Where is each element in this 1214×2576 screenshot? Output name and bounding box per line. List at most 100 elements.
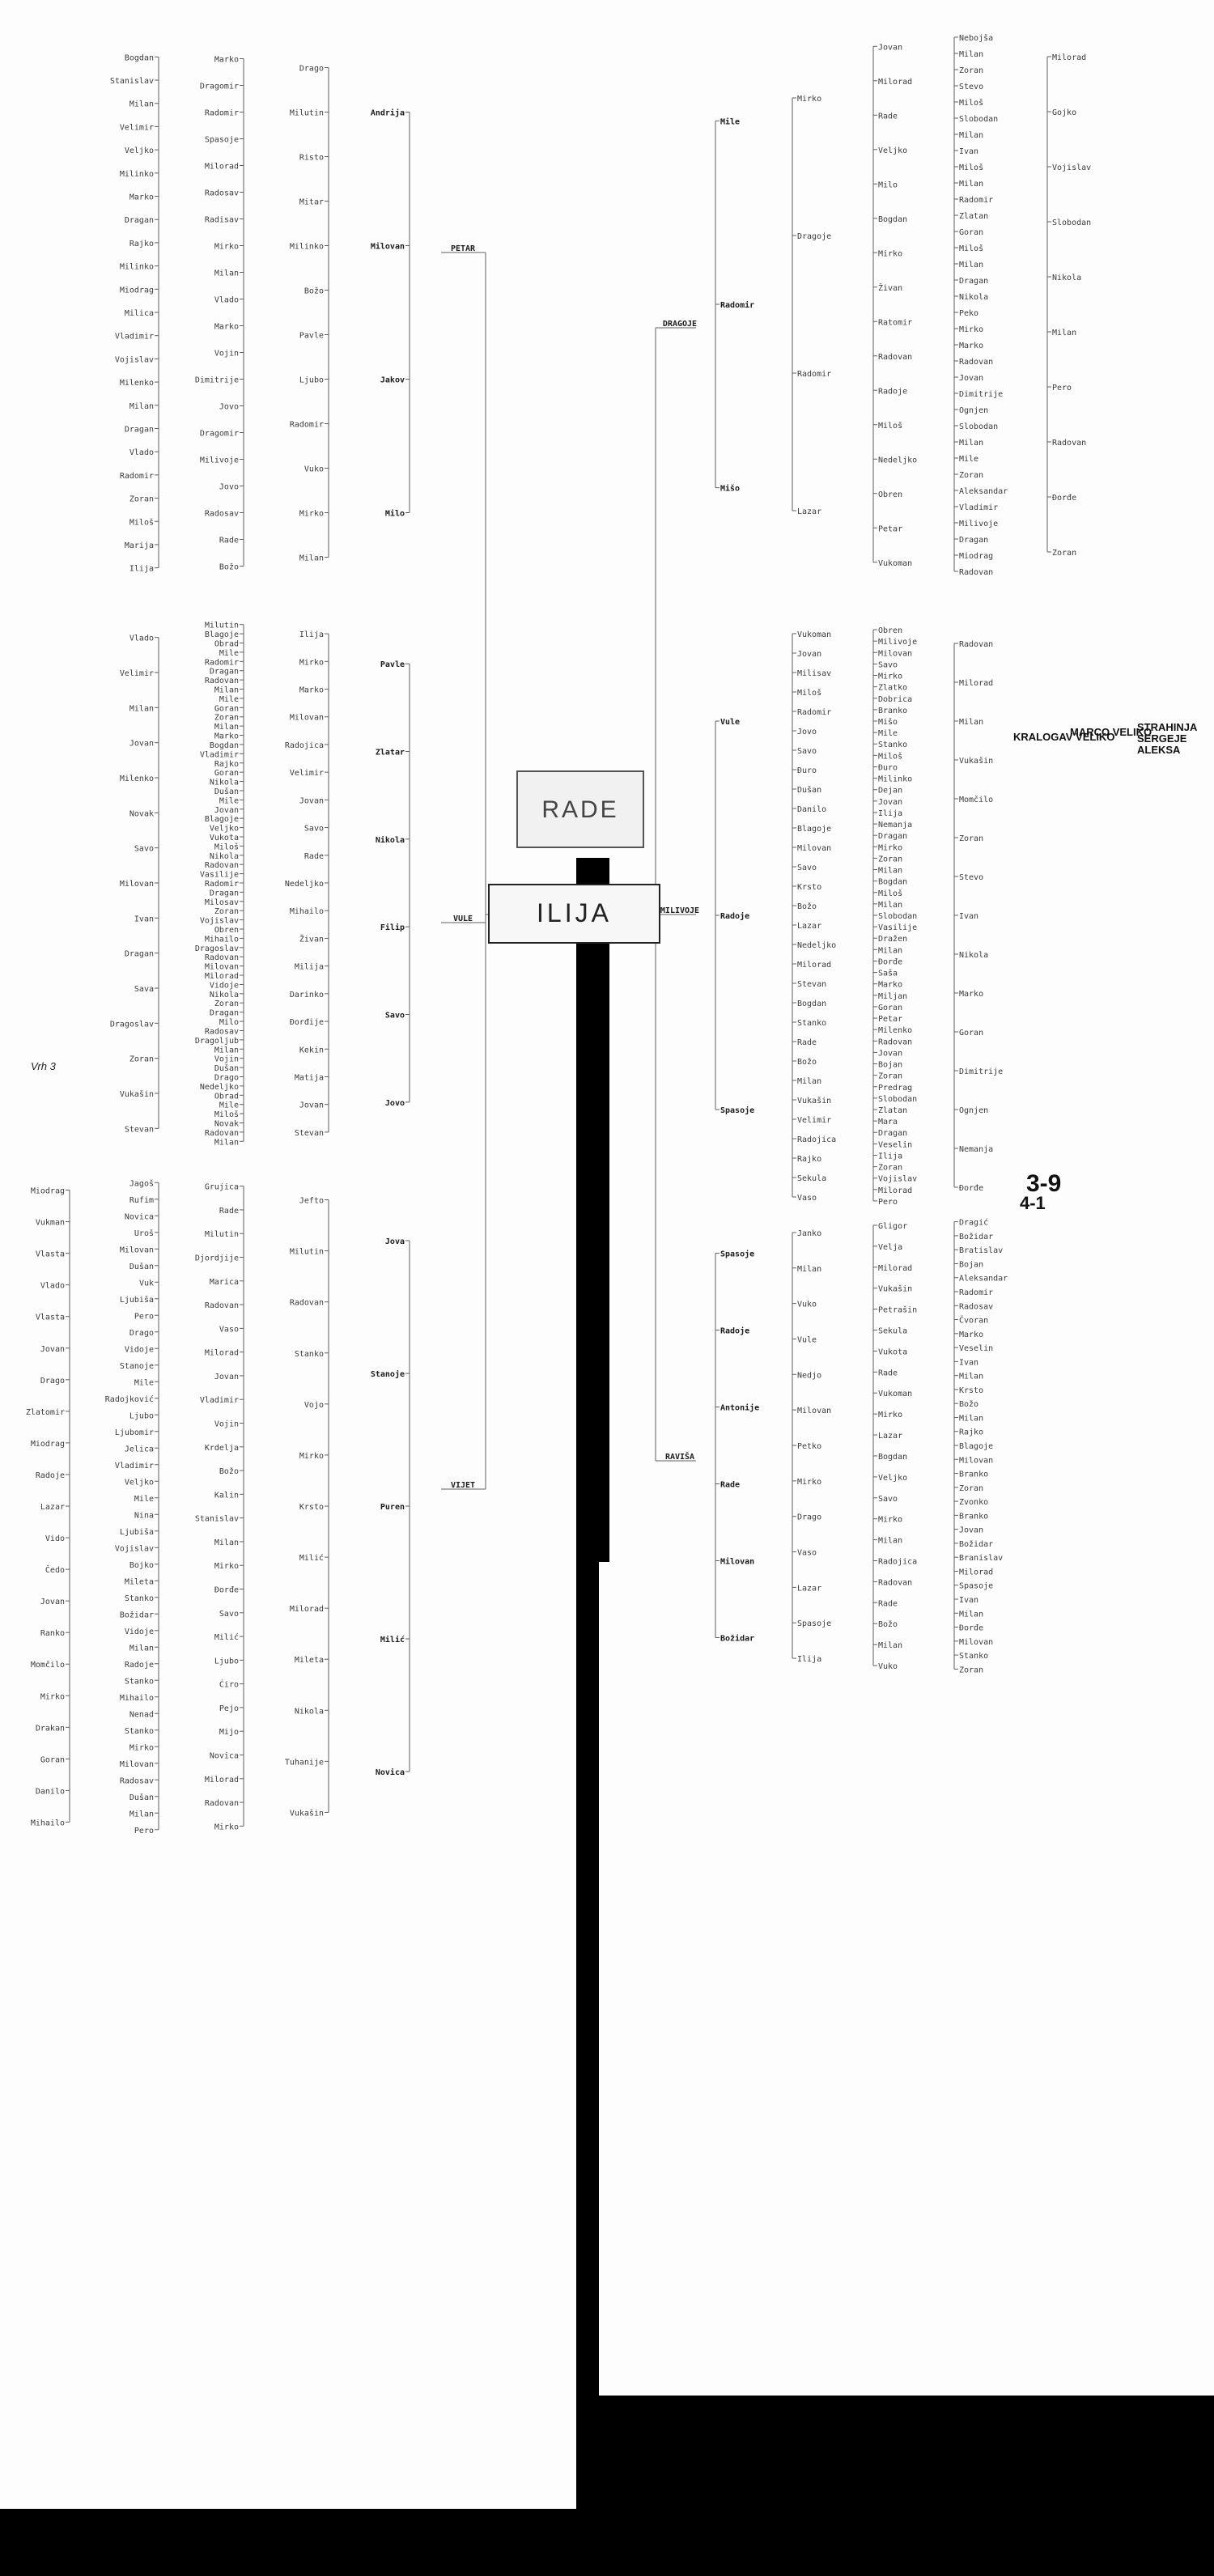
person-name: Uroš xyxy=(134,1229,154,1238)
person-name: Milan xyxy=(797,1265,821,1274)
person-name: Stevo xyxy=(959,873,983,882)
person-name: Lazar xyxy=(878,1432,902,1441)
person-name: Milić xyxy=(299,1553,324,1563)
person-name: Vuko xyxy=(797,1301,817,1309)
person-name: Miloš xyxy=(129,517,154,527)
person-name: Milan xyxy=(878,1641,902,1650)
person-name: Novica xyxy=(376,1768,405,1777)
person-name: Zlatko xyxy=(878,684,907,693)
person-name: Dragoje xyxy=(797,232,831,241)
person-name: Marko xyxy=(959,990,983,999)
person-name: Ivan xyxy=(959,1596,978,1605)
person-name: Milan xyxy=(214,723,239,732)
person-name: Miloš xyxy=(959,98,983,108)
person-name: Milorad xyxy=(959,679,993,688)
person-name: Radovan xyxy=(205,1129,239,1138)
person-name: Vuko xyxy=(878,1662,898,1671)
person-name: Milovan xyxy=(120,1760,154,1769)
person-name: Ilija xyxy=(129,565,154,574)
person-name: Zoran xyxy=(129,1055,154,1064)
person-name: Nedjo xyxy=(797,1371,821,1380)
person-name: Velimir xyxy=(290,769,324,778)
person-name: Drago xyxy=(129,1329,154,1338)
person-name: Živan xyxy=(299,933,324,944)
person-name: Mihailo xyxy=(31,1818,65,1827)
person-name: Rufim xyxy=(129,1196,154,1205)
person-name: Slobodan xyxy=(959,115,998,124)
person-name: Milan xyxy=(129,704,154,713)
person-name: Jovan xyxy=(878,43,902,52)
person-name: Radomir xyxy=(959,1288,993,1297)
person-name: Nikola xyxy=(210,852,239,861)
person-name: Milan xyxy=(797,1077,821,1086)
person-name: Milan xyxy=(214,1046,239,1055)
person-name: Radovan xyxy=(290,1299,324,1308)
person-name: Djordjije xyxy=(195,1254,239,1263)
person-name: Milovan xyxy=(720,1557,754,1567)
person-name: Velimir xyxy=(120,669,154,678)
person-name: Jovan xyxy=(299,796,324,805)
left-tree-graph: PETARAndrijaMilovanJakovMiloDragoMilutin… xyxy=(26,53,576,1835)
person-name: Veljko xyxy=(878,1474,907,1483)
person-name: Nedeljko xyxy=(797,941,836,950)
person-name: Miloš xyxy=(959,244,983,253)
person-name: Marko xyxy=(214,323,239,332)
person-name: Mirko xyxy=(797,95,821,104)
person-name: Miodrag xyxy=(120,286,154,295)
person-name: Marica xyxy=(210,1278,239,1287)
person-name: Mihailo xyxy=(120,1694,154,1703)
person-name: Rade xyxy=(720,1481,740,1490)
person-name: Rade xyxy=(797,1038,817,1047)
person-name: Radomir xyxy=(290,421,324,430)
person-name: Jovo xyxy=(797,728,817,736)
person-name: Milovan xyxy=(120,880,154,889)
person-name: Pavle xyxy=(299,332,324,341)
person-name: Spasoje xyxy=(205,136,239,145)
person-name: Milo xyxy=(219,1018,239,1027)
person-name: Vlado xyxy=(40,1282,65,1291)
person-name: Ivan xyxy=(959,147,978,156)
person-name: Božidar xyxy=(959,1232,993,1241)
person-name: Vlasta xyxy=(36,1313,65,1322)
person-name: Rajko xyxy=(214,760,239,769)
person-name: Savo xyxy=(878,660,898,669)
person-name: Milan xyxy=(129,100,154,109)
person-name: Goran xyxy=(40,1755,65,1764)
person-name: Jagoš xyxy=(129,1178,154,1188)
person-name: Dobrica xyxy=(878,695,912,704)
person-name: Nenad xyxy=(129,1710,154,1719)
person-name: Ljubo xyxy=(129,1411,154,1420)
person-name: Aleksandar xyxy=(959,1275,1008,1284)
person-name: Vaso xyxy=(219,1325,239,1334)
person-name: Jovan xyxy=(40,1598,65,1606)
person-name: Miodrag xyxy=(959,552,993,561)
person-name: Zoran xyxy=(214,999,239,1008)
person-name: Ratomir xyxy=(878,318,912,327)
person-name: Rade xyxy=(304,852,324,861)
person-name: Radovan xyxy=(878,1578,912,1587)
person-name: Dragan xyxy=(210,668,239,677)
person-name: Mile xyxy=(720,117,740,126)
person-name: RAVIŠA xyxy=(665,1451,694,1462)
person-name: Marko xyxy=(214,732,239,741)
person-name: Bogdan xyxy=(878,878,907,887)
person-name: Novica xyxy=(210,1752,239,1761)
person-name: Dragan xyxy=(878,832,907,841)
person-name: PETAR xyxy=(451,244,476,253)
person-name: Stevan xyxy=(125,1125,154,1134)
person-name: Radomir xyxy=(205,109,239,118)
person-name: Miloš xyxy=(214,842,239,851)
person-name: Mirko xyxy=(299,1452,324,1461)
person-name: Mirko xyxy=(214,1562,239,1571)
person-name: Ilija xyxy=(878,809,902,818)
person-name: Milan xyxy=(959,1414,983,1423)
person-name: Risto xyxy=(299,154,324,163)
person-name: Marko xyxy=(129,193,154,202)
person-name: Pejo xyxy=(219,1704,239,1713)
person-name: Stanko xyxy=(959,1652,988,1661)
rade-box: RADE xyxy=(516,770,644,848)
person-name: Mijo xyxy=(219,1728,239,1737)
person-name: Krsto xyxy=(797,883,821,892)
person-name: Bratislav xyxy=(959,1246,1003,1255)
person-name: Đuro xyxy=(878,763,898,772)
